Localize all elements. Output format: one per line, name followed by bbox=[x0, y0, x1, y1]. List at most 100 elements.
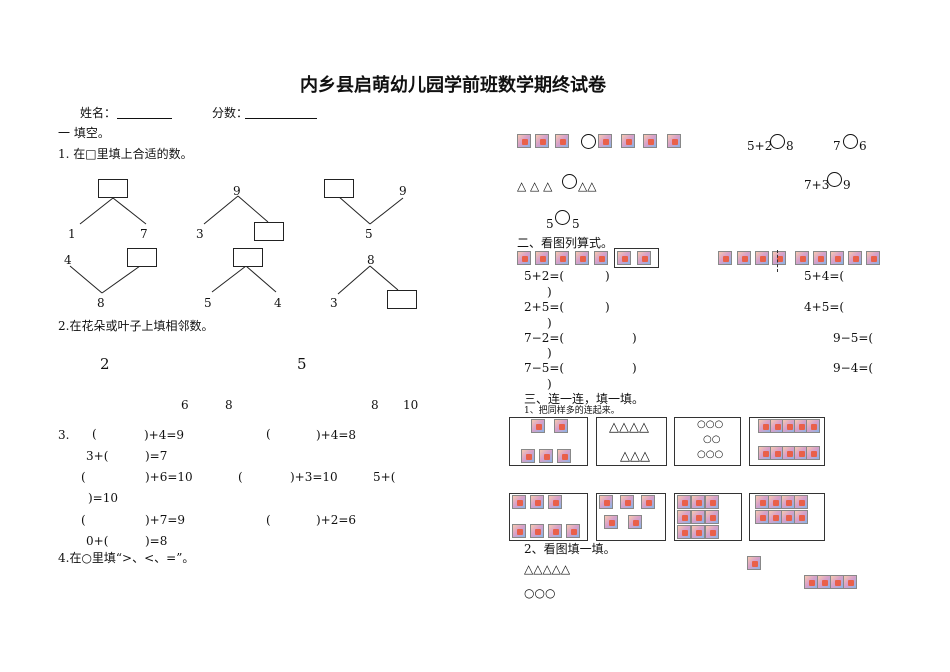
picture-icon bbox=[598, 134, 612, 148]
compare-value: 9 bbox=[843, 178, 851, 192]
q3-item: 0+( bbox=[86, 534, 109, 548]
picture-icon bbox=[620, 495, 634, 509]
equation-close: ) bbox=[547, 285, 552, 299]
name-label: 姓名： bbox=[80, 106, 117, 120]
equation-close: ) bbox=[547, 377, 552, 391]
match-box-bottom-4[interactable] bbox=[749, 493, 825, 541]
compare-value: 8 bbox=[786, 139, 794, 153]
match-box-bottom-2[interactable] bbox=[596, 493, 666, 541]
picture-icon bbox=[617, 251, 631, 265]
q2-text: 2.在花朵或叶子上填相邻数。 bbox=[58, 319, 214, 333]
compare-circle[interactable] bbox=[770, 134, 785, 149]
picture-icon bbox=[621, 134, 635, 148]
q3-item: ( bbox=[92, 427, 97, 441]
picture-icon bbox=[691, 510, 705, 524]
match-box-bottom-1[interactable] bbox=[509, 493, 588, 541]
picture-icon bbox=[691, 495, 705, 509]
circles: ○○○ bbox=[697, 449, 724, 460]
picture-icon bbox=[604, 515, 618, 529]
q3-item: )=8 bbox=[145, 534, 168, 548]
picture-icon bbox=[794, 510, 808, 524]
match-box-bottom-3[interactable] bbox=[674, 493, 742, 541]
q3-item: )+4=9 bbox=[144, 428, 185, 442]
picture-icon bbox=[866, 251, 880, 265]
tree6-left-num: 3 bbox=[330, 296, 338, 310]
compare-circle[interactable] bbox=[581, 134, 596, 149]
sub1-text: 1、把同样多的连起来。 bbox=[524, 406, 620, 416]
q3-item: )+3=10 bbox=[290, 470, 338, 484]
picture-icon bbox=[555, 134, 569, 148]
match-box-top-2[interactable] bbox=[596, 417, 667, 466]
tree5-top-box[interactable] bbox=[233, 248, 263, 267]
section1-heading: 一 填空。 bbox=[58, 126, 110, 140]
equation: 9−5=( bbox=[833, 331, 874, 345]
picture-icon bbox=[628, 515, 642, 529]
match-box-top-3[interactable] bbox=[674, 417, 741, 466]
picture-icon bbox=[548, 495, 562, 509]
picture-icon bbox=[755, 495, 769, 509]
picture-icon bbox=[530, 524, 544, 538]
equation-close: ) bbox=[547, 346, 552, 360]
picture-icon bbox=[599, 495, 613, 509]
compare-circle[interactable] bbox=[827, 172, 842, 187]
circles-3: ○○○ bbox=[524, 586, 556, 600]
picture-icon bbox=[521, 449, 535, 463]
picture-icon bbox=[677, 525, 691, 539]
tree2-top-num: 9 bbox=[233, 184, 241, 198]
picture-icon bbox=[535, 134, 549, 148]
picture-icon bbox=[691, 525, 705, 539]
picture-icon bbox=[843, 575, 857, 589]
picture-icon bbox=[737, 251, 751, 265]
tree4-left-num: 4 bbox=[64, 253, 72, 267]
picture-icon bbox=[643, 134, 657, 148]
picture-icon bbox=[705, 510, 719, 524]
equation-close: ) bbox=[605, 300, 610, 314]
picture-icon bbox=[813, 251, 827, 265]
flower-num-1: 2 bbox=[100, 355, 110, 373]
q3-item: )=7 bbox=[145, 449, 168, 463]
picture-icon bbox=[794, 495, 808, 509]
compare-circle[interactable] bbox=[555, 210, 570, 225]
name-blank-line bbox=[117, 118, 172, 119]
tree3-left-box[interactable] bbox=[324, 179, 354, 198]
picture-icon bbox=[755, 510, 769, 524]
picture-icon bbox=[806, 446, 820, 460]
equation-close: ) bbox=[632, 361, 637, 375]
picture-icon bbox=[768, 495, 782, 509]
tree2-right-box[interactable] bbox=[254, 222, 284, 241]
compare-expr: 7+3 bbox=[804, 178, 830, 192]
picture-icon bbox=[718, 251, 732, 265]
q3-item: ( bbox=[266, 513, 271, 527]
triangles-5: △△△△△ bbox=[524, 562, 571, 576]
picture-icon bbox=[548, 524, 562, 538]
triangles: △△△ bbox=[620, 449, 650, 464]
equation: 2+5=( bbox=[524, 300, 565, 314]
leaf-num-1: 6 bbox=[181, 398, 189, 412]
triangle-row-2: △△ bbox=[578, 179, 597, 193]
equation: 7−5=( bbox=[524, 361, 565, 375]
picture-icon bbox=[531, 419, 545, 433]
leaf-num-4: 10 bbox=[403, 398, 419, 412]
compare-circle[interactable] bbox=[843, 134, 858, 149]
leaf-num-2: 8 bbox=[225, 398, 233, 412]
tree5-left-num: 5 bbox=[204, 296, 212, 310]
equation-close: ) bbox=[547, 316, 552, 330]
triangles: △△△△ bbox=[609, 420, 649, 435]
tree1-right-num: 7 bbox=[140, 227, 148, 241]
q1-text: 1. 在□里填上合适的数。 bbox=[58, 147, 193, 161]
section3-heading: 三、连一连，填一填。 bbox=[524, 392, 645, 406]
tree1-top-box[interactable] bbox=[98, 179, 128, 198]
match-box-top-1[interactable] bbox=[509, 417, 588, 466]
picture-icon bbox=[781, 495, 795, 509]
compare-circle[interactable] bbox=[562, 174, 577, 189]
tree4-right-box[interactable] bbox=[127, 248, 157, 267]
picture-icon bbox=[781, 510, 795, 524]
picture-icon bbox=[512, 524, 526, 538]
picture-icon bbox=[795, 251, 809, 265]
divider-line bbox=[777, 250, 778, 272]
compare-value: 6 bbox=[859, 139, 867, 153]
picture-icon bbox=[806, 419, 820, 433]
tree6-right-box[interactable] bbox=[387, 290, 417, 309]
match-box-top-4[interactable] bbox=[749, 417, 825, 466]
